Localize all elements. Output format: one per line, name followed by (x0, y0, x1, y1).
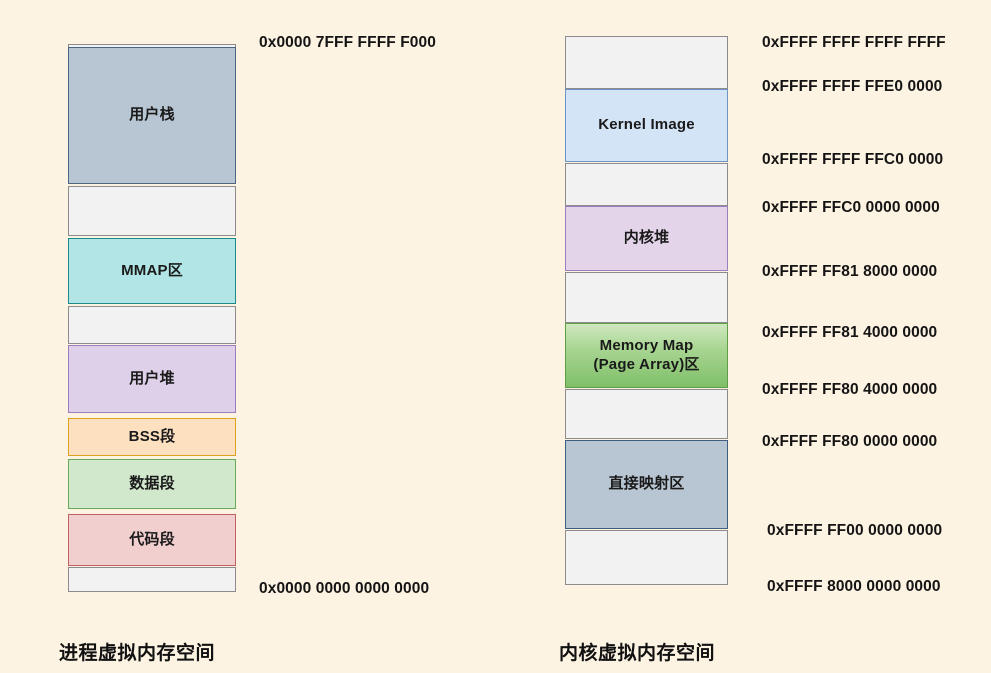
kernel-heap: 内核堆 (565, 206, 728, 271)
addr-kernel-4: 0xFFFF FFC0 0000 0000 (762, 199, 940, 216)
kernel-gap-bottom (565, 530, 728, 585)
addr-kernel-10: 0xFFFF 8000 0000 0000 (767, 578, 941, 595)
gap-3 (68, 567, 236, 592)
gap-2 (68, 306, 236, 344)
addr-kernel-8: 0xFFFF FF80 0000 0000 (762, 433, 938, 450)
kernel-gap-2 (565, 272, 728, 323)
mmap-area-label: MMAP区 (121, 261, 183, 279)
addr-kernel-5: 0xFFFF FF81 8000 0000 (762, 263, 938, 280)
user-stack: 用户栈 (68, 47, 236, 184)
kernel-gap-1 (565, 163, 728, 206)
addr-kernel-9: 0xFFFF FF00 0000 0000 (767, 522, 943, 539)
user-heap-label: 用户堆 (129, 369, 175, 387)
kernel-gap-3 (565, 389, 728, 439)
addr-process-top: 0x0000 7FFF FFFF F000 (259, 34, 436, 51)
kernel-gap-top (565, 36, 728, 89)
text-segment-label: 代码段 (129, 530, 175, 548)
caption-kernel-virtual-memory: 内核虚拟内存空间 (559, 643, 716, 664)
kernel-heap-label: 内核堆 (623, 229, 670, 247)
memory-map-area: Memory Map (Page Array)区 (565, 323, 728, 388)
memory-map-area-label: Memory Map (Page Array)区 (593, 336, 700, 373)
addr-kernel-7: 0xFFFF FF80 4000 0000 (762, 381, 938, 398)
caption-process-virtual-memory: 进程虚拟内存空间 (59, 643, 216, 664)
gap-1 (68, 186, 236, 236)
data-segment: 数据段 (68, 459, 236, 509)
addr-kernel-3: 0xFFFF FFFF FFC0 0000 (762, 151, 944, 168)
kernel-image: Kernel Image (565, 89, 728, 162)
bss-segment-label: BSS段 (128, 427, 176, 445)
direct-map-area-label: 直接映射区 (608, 475, 685, 493)
addr-kernel-2: 0xFFFF FFFF FFE0 0000 (762, 78, 943, 95)
kernel-image-label: Kernel Image (598, 116, 695, 134)
addr-kernel-1: 0xFFFF FFFF FFFF FFFF (762, 34, 946, 51)
user-stack-label: 用户栈 (129, 106, 175, 124)
bss-segment: BSS段 (68, 418, 236, 456)
text-segment: 代码段 (68, 514, 236, 566)
mmap-area: MMAP区 (68, 238, 236, 304)
data-segment-label: 数据段 (129, 474, 175, 492)
addr-kernel-6: 0xFFFF FF81 4000 0000 (762, 324, 938, 341)
direct-map-area: 直接映射区 (565, 440, 728, 529)
addr-process-bottom: 0x0000 0000 0000 0000 (259, 580, 430, 597)
user-heap: 用户堆 (68, 345, 236, 413)
